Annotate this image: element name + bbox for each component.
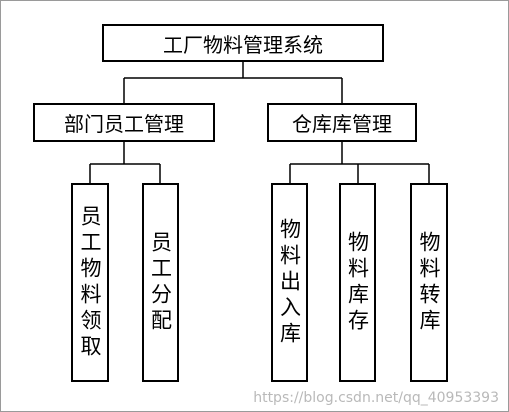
leaf-node-staff-assignment: 员工分配 (142, 183, 179, 382)
root-node: 工厂物料管理系统 (102, 24, 384, 62)
leaf-node-label: 员工物料领取 (78, 204, 102, 361)
leaf-node-label: 物料库存 (345, 230, 370, 335)
leaf-node-material-transfer: 物料转库 (410, 183, 448, 382)
watermark-text: https://blog.csdn.net/qq_40953393 (253, 390, 499, 406)
leaf-node-label: 物料出入库 (277, 217, 302, 348)
root-node-label: 工厂物料管理系统 (163, 32, 323, 57)
branch-node-warehouse: 仓库库管理 (267, 103, 417, 142)
branch-node-dept-staff: 部门员工管理 (33, 103, 215, 142)
branch-node-label: 仓库库管理 (292, 112, 392, 136)
leaf-node-material-in-out: 物料出入库 (271, 183, 308, 382)
leaf-node-staff-material-pickup: 员工物料领取 (71, 183, 109, 382)
branch-node-label: 部门员工管理 (64, 112, 184, 136)
leaf-node-label: 物料转库 (417, 230, 441, 335)
leaf-node-label: 员工分配 (148, 230, 173, 335)
leaf-node-material-stock: 物料库存 (339, 183, 376, 382)
